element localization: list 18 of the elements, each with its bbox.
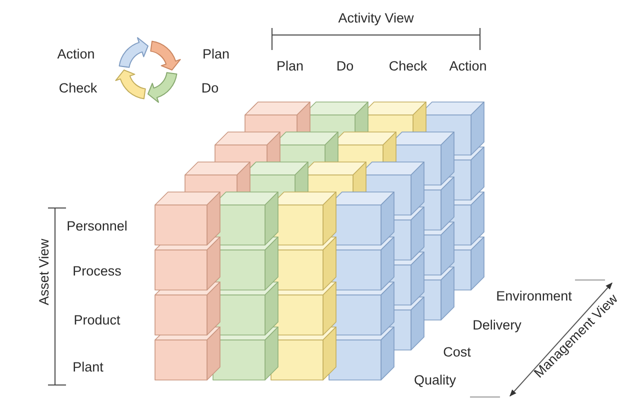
depth-label: Quality	[414, 373, 456, 387]
depth-label: Environment	[496, 289, 572, 303]
depth-label: Delivery	[472, 318, 522, 332]
column-label: Check	[388, 59, 428, 73]
cycle-label: Action	[57, 47, 95, 61]
column-label: Do	[336, 59, 354, 73]
column-label: Plan	[276, 59, 304, 73]
column-label: Action	[449, 59, 487, 73]
axis-title: Activity View	[338, 11, 414, 25]
row-label: Product	[74, 313, 120, 327]
row-label: Plant	[72, 360, 104, 374]
cycle-label: Do	[201, 81, 219, 95]
cycle-label: Check	[58, 81, 98, 95]
row-label: Process	[72, 264, 122, 278]
axis-title: Asset View	[37, 238, 51, 306]
row-label: Personnel	[66, 219, 128, 233]
cycle-label: Plan	[202, 47, 230, 61]
depth-label: Cost	[443, 345, 471, 359]
